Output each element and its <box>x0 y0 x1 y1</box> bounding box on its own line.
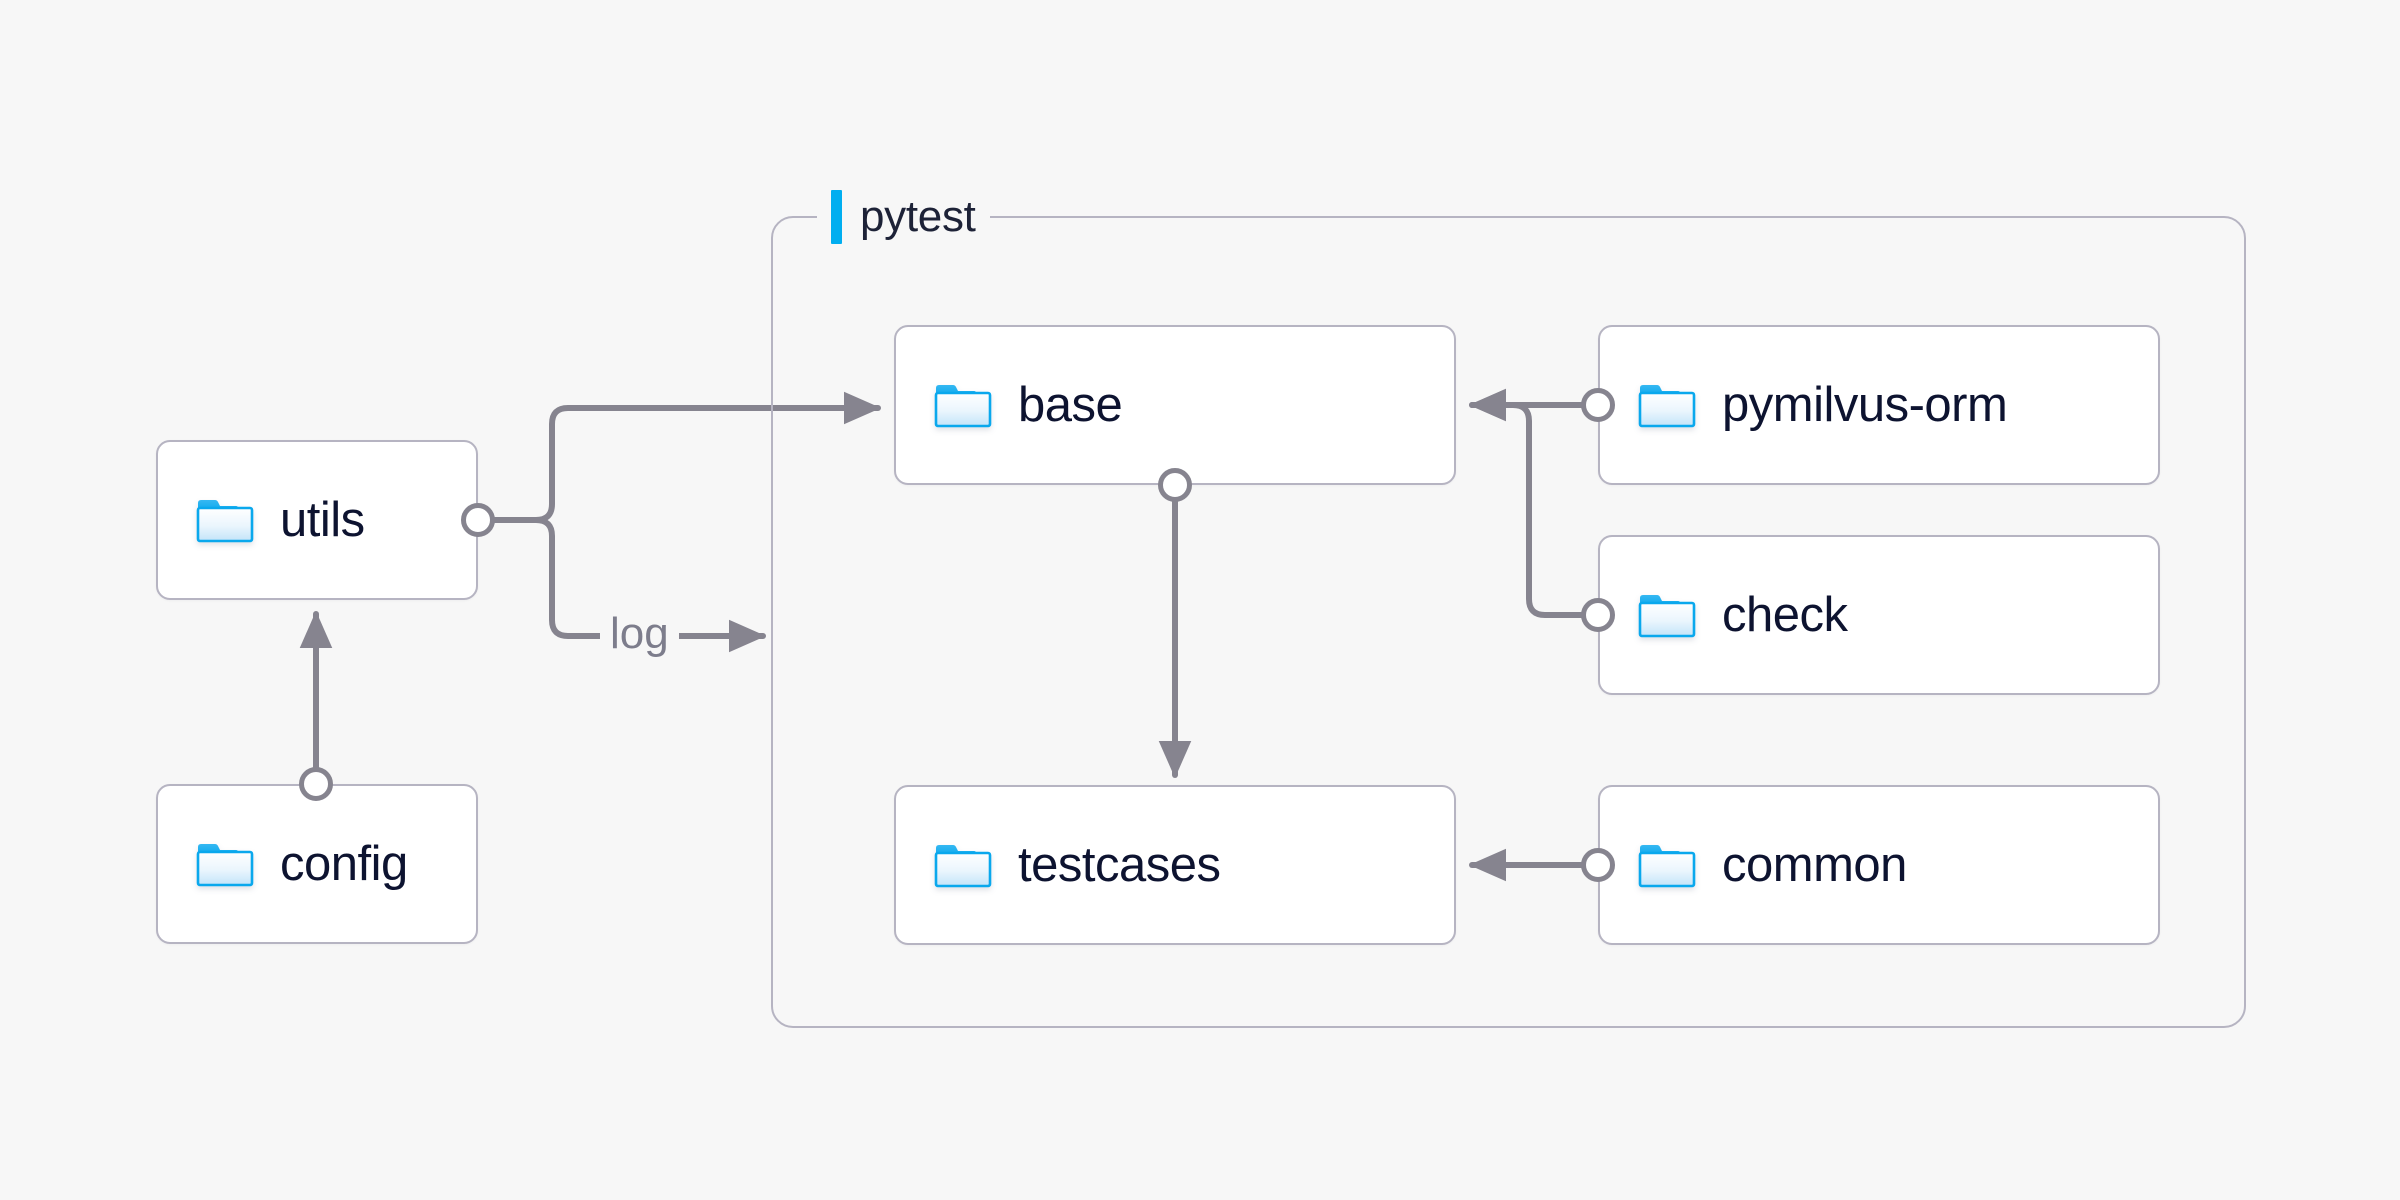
node-config[interactable]: config <box>156 784 478 944</box>
edge-label-log: log <box>600 612 679 656</box>
node-utils[interactable]: utils <box>156 440 478 600</box>
pytest-group-title: pytest <box>817 186 990 248</box>
node-pymilvus-orm[interactable]: pymilvus-orm <box>1598 325 2160 485</box>
node-testcases[interactable]: testcases <box>894 785 1456 945</box>
folder-icon <box>1638 385 1696 428</box>
port-utils-right[interactable] <box>461 503 495 537</box>
port-check-left[interactable] <box>1581 598 1615 632</box>
node-base[interactable]: base <box>894 325 1456 485</box>
pytest-group-box[interactable] <box>771 216 2246 1028</box>
node-check[interactable]: check <box>1598 535 2160 695</box>
group-title-label: pytest <box>860 192 976 241</box>
node-label: testcases <box>1018 837 1221 892</box>
node-label: base <box>1018 377 1123 432</box>
folder-icon <box>934 385 992 428</box>
port-pymilvus-orm-left[interactable] <box>1581 388 1615 422</box>
node-label: pymilvus-orm <box>1722 377 2008 432</box>
port-common-left[interactable] <box>1581 848 1615 882</box>
folder-icon <box>196 844 254 887</box>
folder-icon <box>196 500 254 543</box>
folder-icon <box>934 845 992 888</box>
folder-icon <box>1638 845 1696 888</box>
node-label: check <box>1722 587 1848 642</box>
node-label: config <box>280 836 408 891</box>
node-common[interactable]: common <box>1598 785 2160 945</box>
node-label: common <box>1722 837 1907 892</box>
node-label: utils <box>280 492 365 547</box>
group-accent-bar <box>831 190 842 244</box>
port-base-bottom[interactable] <box>1158 468 1192 502</box>
port-config-top[interactable] <box>299 767 333 801</box>
folder-icon <box>1638 595 1696 638</box>
